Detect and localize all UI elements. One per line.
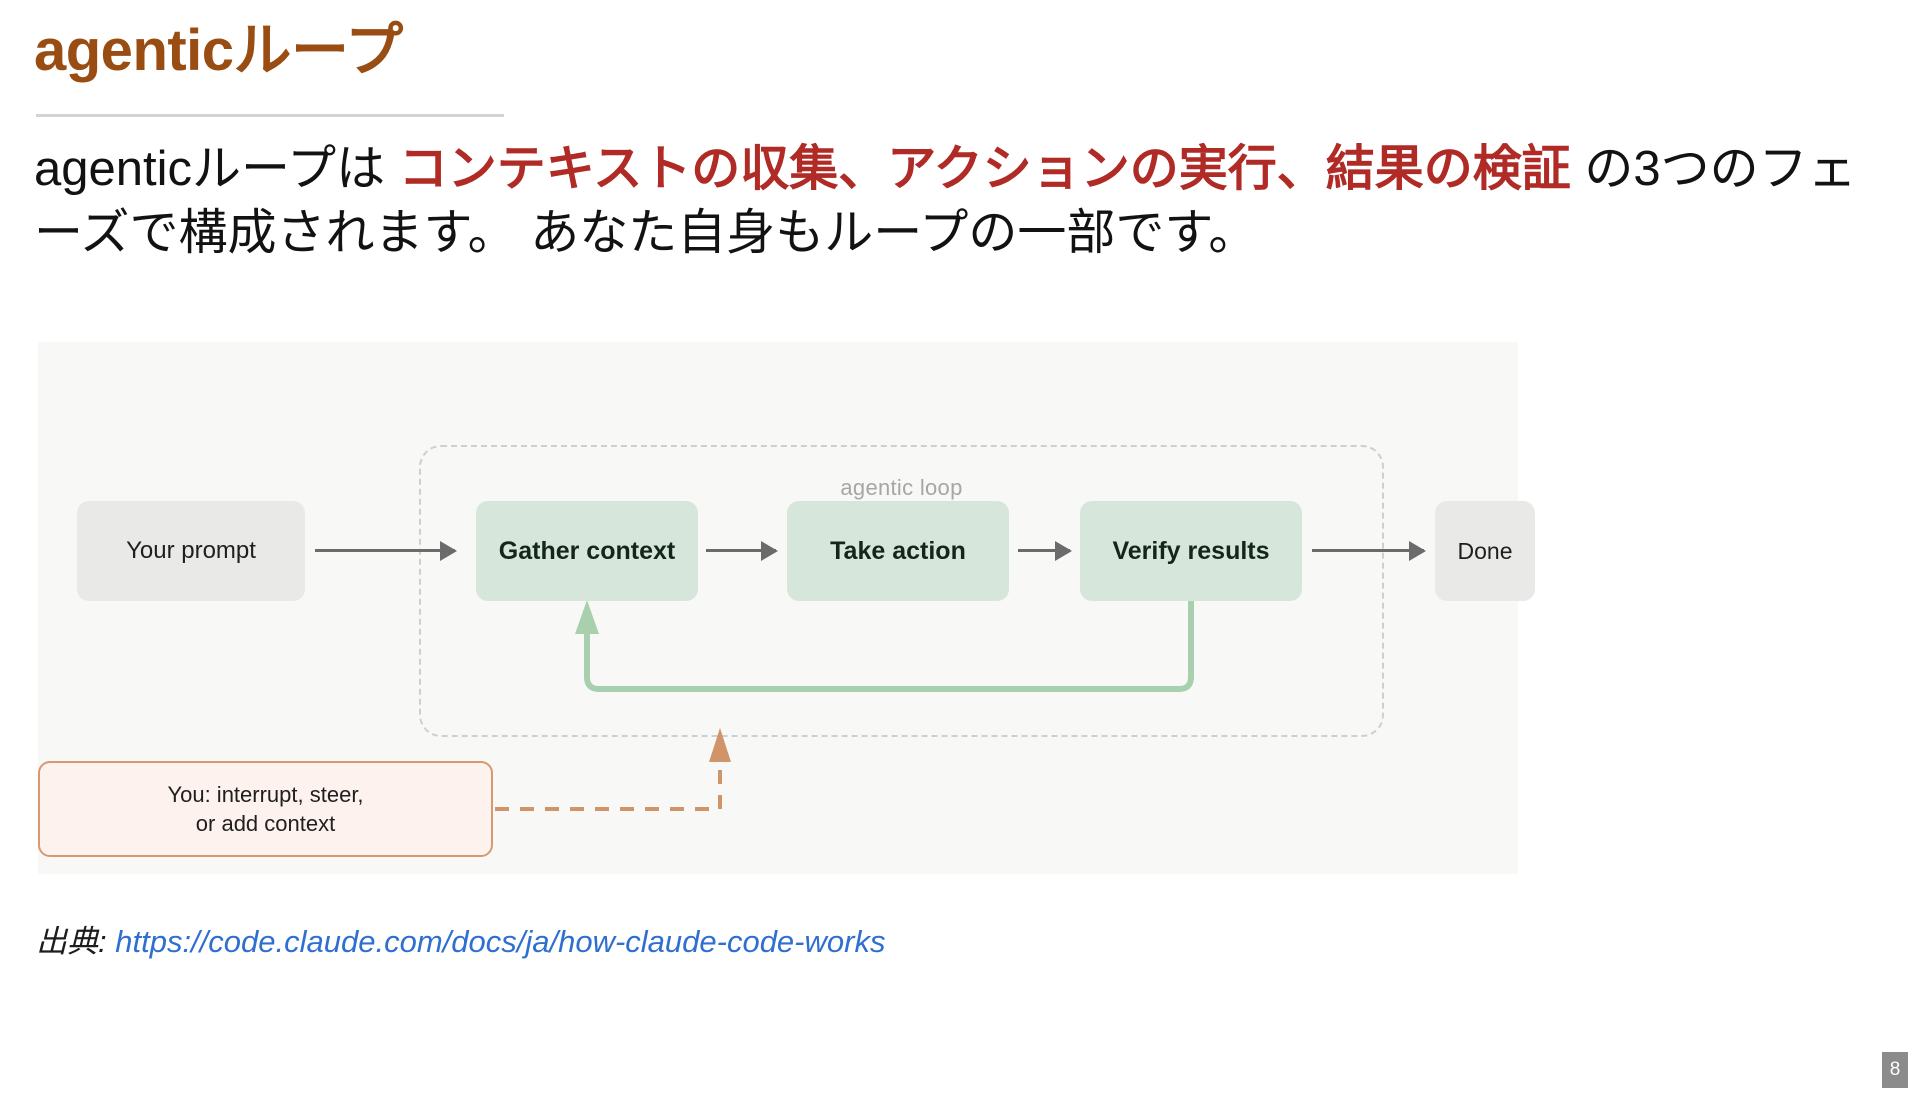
arrow-action-to-verify <box>1018 549 1070 552</box>
node-done[interactable]: Done <box>1435 501 1535 601</box>
source-citation: 出典: https://code.claude.com/docs/ja/how-… <box>36 916 885 961</box>
page-number-badge: 8 <box>1882 1052 1908 1088</box>
node-gather-context[interactable]: Gather context <box>476 501 698 601</box>
arrow-gather-to-action <box>706 549 776 552</box>
arrow-prompt-to-gather <box>315 549 455 552</box>
page-title: agenticループ <box>34 18 403 83</box>
node-user-interrupt[interactable]: You: interrupt, steer, or add context <box>38 761 493 857</box>
node-take-action[interactable]: Take action <box>787 501 1009 601</box>
arrow-verify-to-done <box>1312 549 1424 552</box>
lead-paragraph: agenticループは コンテキストの収集、アクションの実行、結果の検証 の3つ… <box>34 138 1894 265</box>
user-interrupt-line-2: or add context <box>195 811 336 836</box>
source-label: 出典: <box>36 924 116 959</box>
source-url-link[interactable]: https://code.claude.com/docs/ja/how-clau… <box>115 924 886 959</box>
agentic-loop-label: agentic loop <box>840 475 963 500</box>
node-verify-results[interactable]: Verify results <box>1080 501 1302 601</box>
user-interrupt-line-1: You: interrupt, steer, <box>167 781 364 807</box>
lead-text-part2: の3つのフェーズで構成されます。 あなた自身もループの一部です。 <box>34 142 1857 260</box>
node-your-prompt[interactable]: Your prompt <box>77 501 305 601</box>
lead-text-emphasis: コンテキストの収集、アクションの実行、結果の検証 <box>398 142 1571 196</box>
agentic-loop-diagram: agentic loop Your prompt Gather context … <box>38 342 1535 874</box>
title-divider <box>36 114 504 117</box>
agentic-loop-container: agentic loop <box>419 445 1384 737</box>
lead-text-part1: agenticループは <box>34 142 399 196</box>
